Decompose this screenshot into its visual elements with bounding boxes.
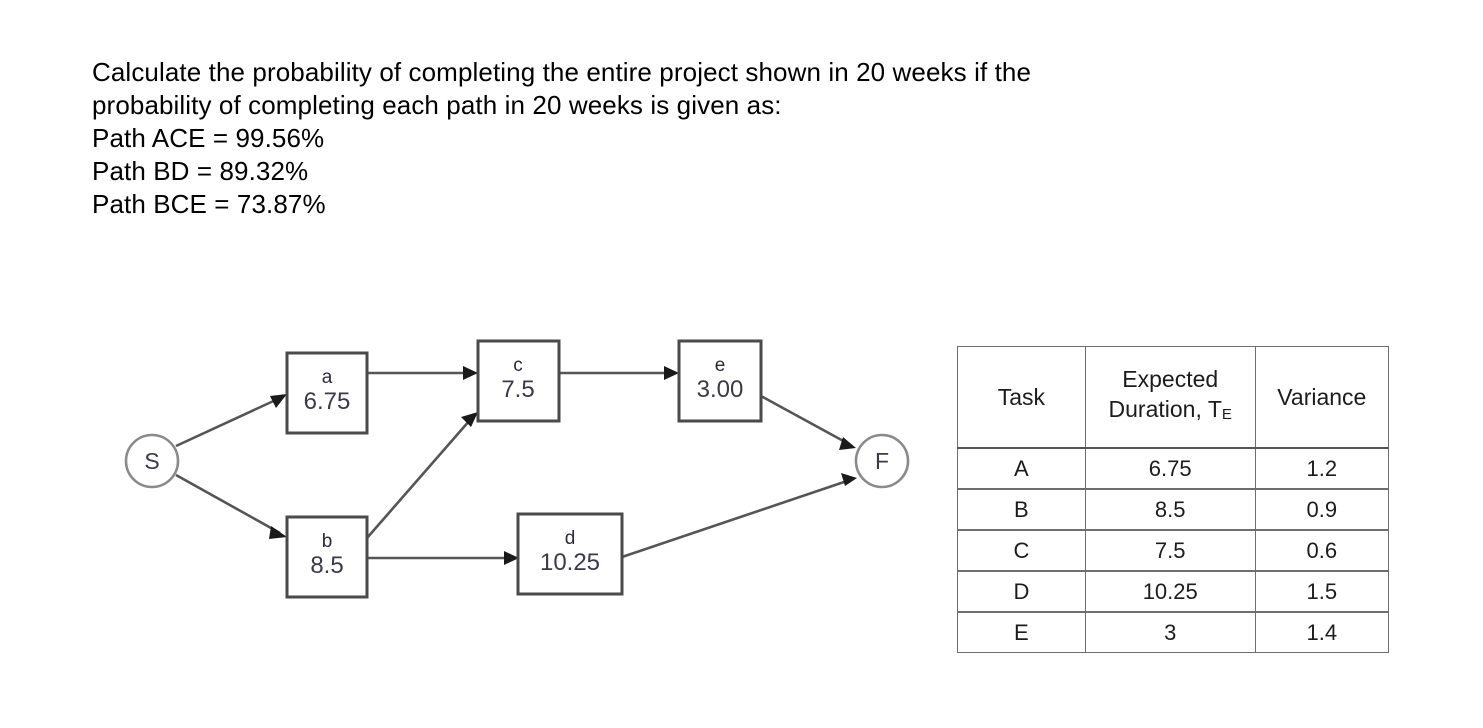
question-prompt-line-2: probability of completing each path in 2…	[92, 90, 782, 120]
node-task-a-duration: 6.75	[304, 388, 351, 415]
node-task-a: a 6.75	[285, 351, 369, 435]
node-task-d-duration: 10.25	[540, 549, 600, 576]
table-body: A 6.75 1.2 B 8.5 0.9 C 7.5 0.6 D 10.25 1…	[957, 447, 1390, 653]
project-network-diagram: S F a 6.75 c 7.5 e 3	[110, 320, 940, 630]
edge-s-to-b	[175, 473, 287, 539]
cell-variance: 0.6	[1254, 529, 1390, 572]
cell-variance: 0.9	[1254, 488, 1390, 531]
edge-e-to-f	[760, 394, 856, 450]
edge-a-to-c	[367, 366, 478, 380]
header-variance: Variance	[1254, 346, 1390, 449]
task-duration-variance-table: Task Expected Duration, TE Variance A 6.…	[957, 346, 1390, 653]
table-row: A 6.75 1.2	[957, 447, 1390, 490]
node-task-d-label: d	[565, 528, 576, 549]
edge-s-to-a	[175, 394, 287, 448]
question-text-block: Calculate the probability of completing …	[92, 56, 1352, 221]
node-task-e-label: e	[715, 355, 726, 376]
table-row: B 8.5 0.9	[957, 488, 1390, 531]
cell-duration: 3	[1084, 611, 1256, 653]
header-expected-duration-line1: Expected	[1122, 366, 1219, 392]
node-finish-label: F	[875, 448, 889, 474]
node-task-e-duration: 3.00	[697, 376, 744, 403]
cell-variance: 1.2	[1254, 447, 1390, 490]
header-expected-duration-line2: Duration, TE	[1086, 394, 1255, 430]
header-task: Task	[957, 346, 1086, 449]
header-duration-text: Duration, T	[1108, 396, 1222, 422]
edge-b-to-c	[366, 412, 478, 539]
edge-c-to-e	[559, 366, 679, 380]
node-task-b: b 8.5	[285, 515, 369, 599]
node-task-b-label: b	[322, 531, 333, 552]
path-bce-line: Path BCE = 73.87%	[92, 189, 326, 219]
node-task-c-label: c	[513, 355, 523, 376]
node-task-d: d 10.25	[516, 512, 624, 596]
node-start: S	[124, 433, 180, 489]
node-task-b-duration: 8.5	[310, 552, 343, 579]
table-row: E 3 1.4	[957, 611, 1390, 653]
cell-duration: 6.75	[1084, 447, 1256, 490]
node-task-e: e 3.00	[677, 339, 763, 423]
header-expected-duration: Expected Duration, TE	[1084, 346, 1256, 449]
node-start-label: S	[144, 448, 159, 474]
table-row: C 7.5 0.6	[957, 529, 1390, 572]
node-task-c-duration: 7.5	[501, 376, 534, 403]
cell-task: D	[957, 570, 1086, 613]
cell-task: B	[957, 488, 1086, 531]
cell-variance: 1.4	[1254, 611, 1390, 653]
cell-duration: 10.25	[1084, 570, 1256, 613]
table-row: D 10.25 1.5	[957, 570, 1390, 613]
header-duration-subscript: E	[1221, 406, 1232, 423]
edge-b-to-d	[367, 551, 519, 565]
cell-duration: 7.5	[1084, 529, 1256, 572]
cell-task: E	[957, 611, 1086, 653]
cell-variance: 1.5	[1254, 570, 1390, 613]
cell-duration: 8.5	[1084, 488, 1256, 531]
node-task-a-label: a	[322, 367, 333, 388]
node-task-c: c 7.5	[476, 339, 561, 423]
node-finish: F	[854, 433, 910, 489]
cell-task: C	[957, 529, 1086, 572]
table-header-row: Task Expected Duration, TE Variance	[957, 346, 1390, 449]
edge-d-to-f	[621, 473, 857, 559]
path-bd-line: Path BD = 89.32%	[92, 156, 309, 186]
path-ace-line: Path ACE = 99.56%	[92, 123, 325, 153]
question-prompt-line-1: Calculate the probability of completing …	[92, 57, 1032, 87]
cell-task: A	[957, 447, 1086, 490]
